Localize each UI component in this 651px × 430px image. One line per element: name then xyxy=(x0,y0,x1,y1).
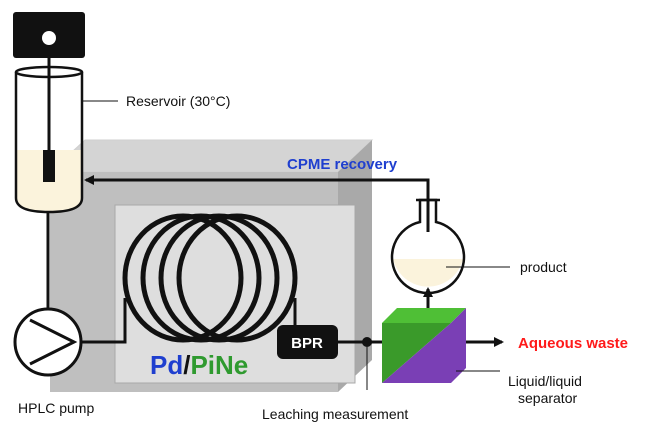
catalyst-separator: / xyxy=(183,350,190,380)
stir-bar xyxy=(43,150,55,182)
catalyst-pd: Pd xyxy=(150,350,183,380)
product-label: product xyxy=(520,259,567,275)
liquid-liquid-separator: Liquid/liquid separator xyxy=(382,308,582,406)
leaching-point: Leaching measurement xyxy=(262,337,408,422)
reservoir-vessel xyxy=(14,72,84,214)
coil-reactor xyxy=(122,213,298,343)
reservoir-label: Reservoir (30°C) xyxy=(126,93,230,109)
reservoir-rim xyxy=(14,65,84,79)
leaching-dot xyxy=(362,337,372,347)
leaching-label: Leaching measurement xyxy=(262,406,408,422)
flask-outline xyxy=(390,198,466,295)
hplc-pump-label: HPLC pump xyxy=(18,400,94,416)
separator-side-face xyxy=(451,308,466,383)
separator-label-line2: separator xyxy=(518,390,577,406)
stirrer-motor-dot xyxy=(42,31,56,45)
pump-arrow xyxy=(29,318,78,366)
separator-aqueous-phase xyxy=(382,323,451,383)
bpr-label: BPR xyxy=(291,335,323,352)
separator-top-face xyxy=(382,308,466,323)
cpme-recovery-label: CPME recovery xyxy=(287,156,398,173)
pump-body xyxy=(13,307,83,377)
separator-label-line1: Liquid/liquid xyxy=(508,373,582,389)
hplc-pump: HPLC pump xyxy=(13,307,94,416)
product-flask: product xyxy=(390,198,567,295)
back-pressure-regulator: BPR xyxy=(277,325,338,359)
aqueous-waste-label: Aqueous waste xyxy=(518,335,628,352)
reservoir: Reservoir (30°C) xyxy=(13,12,230,214)
catalyst-label: Pd/PiNe xyxy=(150,350,248,380)
catalyst-pine: PiNe xyxy=(190,350,248,380)
flask-liquid xyxy=(393,259,463,287)
bpr-block xyxy=(277,325,338,359)
